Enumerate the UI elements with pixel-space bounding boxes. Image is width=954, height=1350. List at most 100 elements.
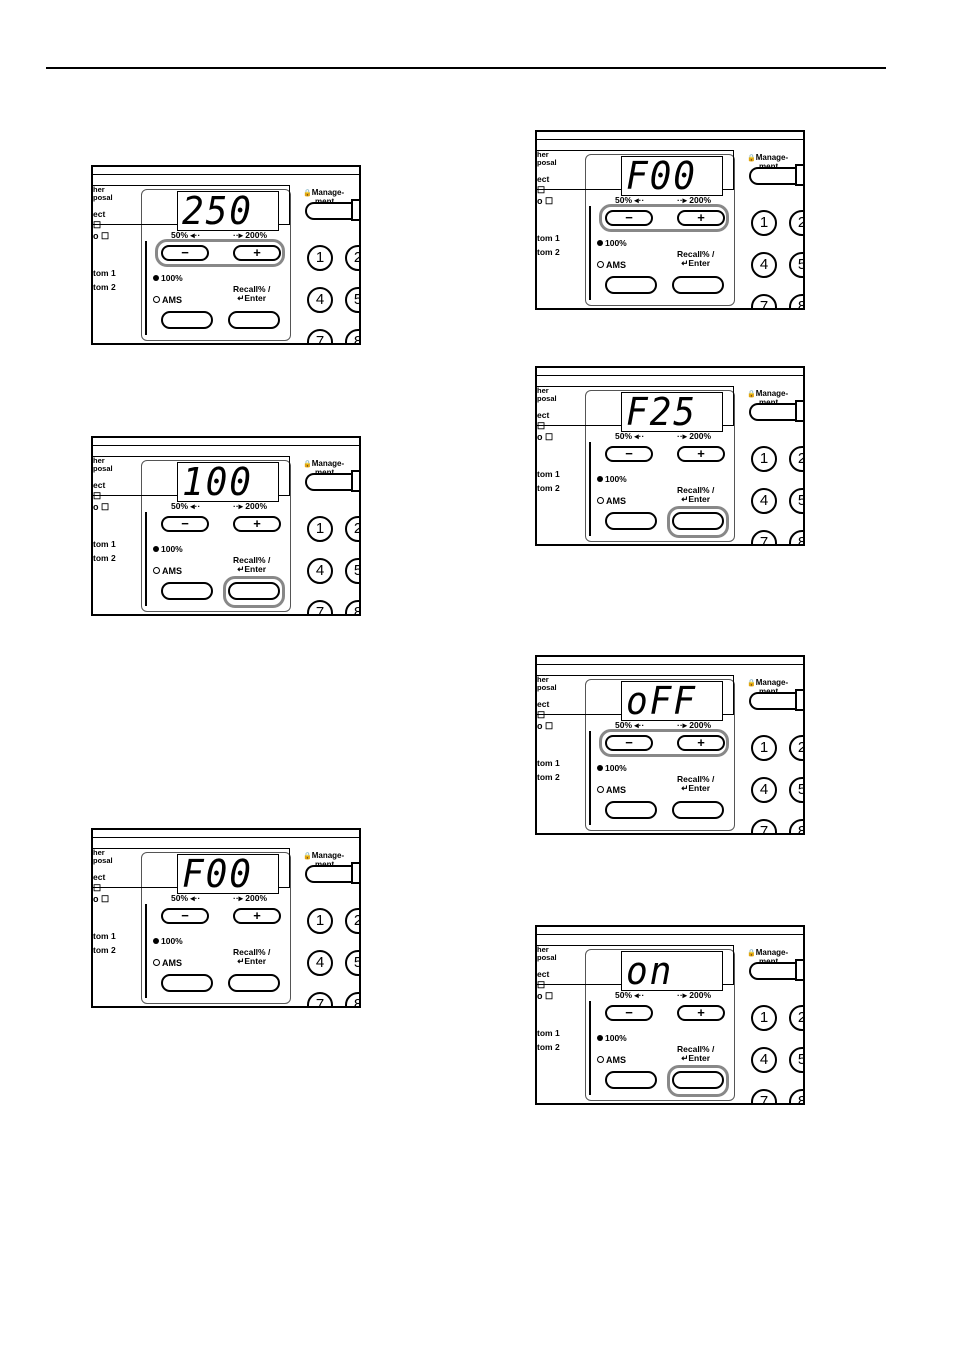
numeric-key[interactable]: 7 [307, 992, 333, 1006]
enter-button[interactable] [228, 974, 280, 992]
numeric-key[interactable]: 4 [307, 287, 333, 313]
enter-button[interactable] [672, 276, 724, 294]
numeric-key[interactable]: 2 [345, 908, 359, 934]
plus-button[interactable]: + [677, 446, 725, 462]
numeric-key[interactable]: 1 [751, 446, 777, 472]
numeric-key[interactable]: 2 [789, 446, 803, 472]
numeric-key[interactable]: 1 [307, 245, 333, 271]
minus-button[interactable]: − [605, 446, 653, 462]
management-lamp [351, 470, 359, 492]
numeric-key[interactable]: 8 [345, 992, 359, 1006]
ams-100-button[interactable] [605, 801, 657, 819]
numeric-key[interactable]: 5 [345, 950, 359, 976]
numeric-key[interactable]: 1 [751, 210, 777, 236]
enter-button[interactable] [228, 311, 280, 329]
panel-top-band [537, 657, 803, 665]
management-line-1: Manage- [755, 153, 789, 162]
ams-100-button[interactable] [605, 512, 657, 530]
minus-button[interactable]: − [605, 1005, 653, 1021]
numeric-key[interactable]: 8 [789, 294, 803, 308]
numeric-key[interactable]: 7 [751, 1089, 777, 1103]
management-button[interactable] [305, 865, 359, 883]
numeric-key[interactable]: 1 [307, 908, 333, 934]
paper-icon: o ☐ [93, 231, 110, 241]
numeric-key[interactable]: 5 [789, 488, 803, 514]
numeric-key[interactable]: 8 [789, 1089, 803, 1103]
enter-button[interactable] [672, 512, 724, 530]
numeric-key[interactable]: 1 [751, 735, 777, 761]
zoom-section-outline [585, 390, 735, 542]
numeric-key[interactable]: 7 [751, 530, 777, 544]
plus-button[interactable]: + [677, 735, 725, 751]
label-select: ect [537, 699, 550, 709]
minus-button[interactable]: − [605, 735, 653, 751]
minus-button[interactable]: − [605, 210, 653, 226]
management-button[interactable] [305, 202, 359, 220]
management-button[interactable] [305, 473, 359, 491]
numeric-key[interactable]: 2 [345, 516, 359, 542]
numeric-key[interactable]: 4 [307, 950, 333, 976]
management-button[interactable] [749, 962, 803, 980]
indicator-bracket [589, 442, 591, 536]
label-toner-disposal-2: posal [537, 394, 557, 403]
ams-100-button[interactable] [161, 582, 213, 600]
numeric-key[interactable]: 4 [751, 252, 777, 278]
numeric-key[interactable]: 5 [789, 777, 803, 803]
management-button[interactable] [749, 692, 803, 710]
numeric-key[interactable]: 4 [307, 558, 333, 584]
management-line-2: ment [315, 468, 335, 477]
plus-button[interactable]: + [677, 1005, 725, 1021]
numeric-key[interactable]: 4 [751, 777, 777, 803]
label-custom-1: tom 1 [93, 539, 116, 549]
label-management: 🔒Manage-ment [303, 460, 344, 477]
management-button[interactable] [749, 403, 803, 421]
numeric-key[interactable]: 8 [789, 530, 803, 544]
numeric-key[interactable]: 2 [345, 245, 359, 271]
message-display: 100 [177, 462, 279, 502]
panel-top-band [93, 438, 359, 446]
numeric-key[interactable]: 8 [345, 600, 359, 614]
numeric-key[interactable]: 5 [789, 252, 803, 278]
plus-button[interactable]: + [677, 210, 725, 226]
numeric-key[interactable]: 4 [751, 488, 777, 514]
management-button[interactable] [749, 167, 803, 185]
numeric-key[interactable]: 2 [789, 735, 803, 761]
numeric-key[interactable]: 1 [307, 516, 333, 542]
numeric-key[interactable]: 7 [751, 294, 777, 308]
label-custom-1: tom 1 [537, 233, 560, 243]
numeric-key[interactable]: 5 [345, 558, 359, 584]
minus-button[interactable]: − [161, 908, 209, 924]
numeric-key[interactable]: 8 [789, 819, 803, 833]
numeric-key[interactable]: 7 [307, 600, 333, 614]
plus-button[interactable]: + [233, 516, 281, 532]
numeric-key[interactable]: 1 [751, 1005, 777, 1031]
zoom-section-outline [141, 460, 291, 612]
management-line-2: ment [315, 860, 335, 869]
plus-button[interactable]: + [233, 245, 281, 261]
numeric-key[interactable]: 8 [345, 329, 359, 343]
label-50-percent: 50% ◂·· [171, 893, 201, 903]
ams-100-button[interactable] [161, 974, 213, 992]
label-recall-enter: Recall% /↵Enter [233, 948, 270, 966]
ams-100-button[interactable] [605, 276, 657, 294]
enter-button[interactable] [672, 1071, 724, 1089]
enter-button[interactable] [672, 801, 724, 819]
label-custom-2: tom 2 [93, 282, 116, 292]
numeric-key[interactable]: 4 [751, 1047, 777, 1073]
numeric-key[interactable]: 7 [751, 819, 777, 833]
minus-button[interactable]: − [161, 516, 209, 532]
ams-100-button[interactable] [605, 1071, 657, 1089]
numeric-key[interactable]: 2 [789, 1005, 803, 1031]
minus-button[interactable]: − [161, 245, 209, 261]
ams-100-button[interactable] [161, 311, 213, 329]
numeric-key[interactable]: 7 [307, 329, 333, 343]
numeric-key[interactable]: 5 [789, 1047, 803, 1073]
plus-button[interactable]: + [233, 908, 281, 924]
numeric-key[interactable]: 5 [345, 287, 359, 313]
management-line-1: Manage- [755, 678, 789, 687]
enter-button[interactable] [228, 582, 280, 600]
numeric-key[interactable]: 2 [789, 210, 803, 236]
